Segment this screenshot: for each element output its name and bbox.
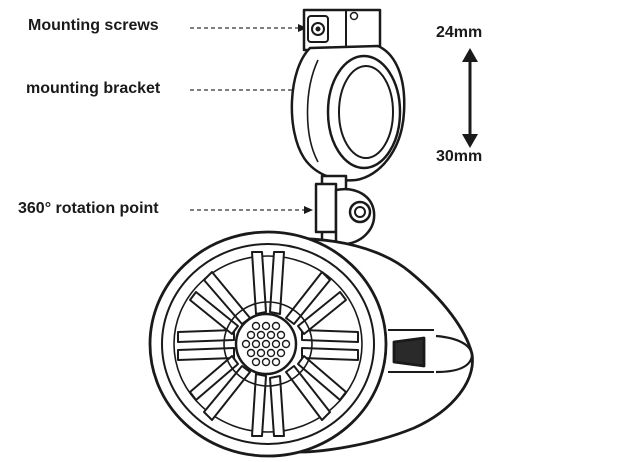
label-mounting-screws: Mounting screws	[28, 17, 159, 34]
speaker-grille	[177, 251, 359, 437]
tweeter-icon	[234, 312, 298, 376]
tweeter-holes	[241, 321, 291, 367]
leader-lines	[190, 27, 306, 211]
label-rotation-point: 360° rotation point	[18, 200, 159, 217]
mounting-screw-icon	[307, 11, 359, 43]
arrowhead-rotation	[304, 206, 313, 214]
rotation-bolt-icon	[348, 200, 372, 224]
label-mounting-bracket: mounting bracket	[26, 80, 161, 97]
dimension-arrow	[462, 48, 478, 148]
dimension-min-label: 24mm	[436, 24, 483, 41]
arrowhead-screws	[298, 24, 307, 32]
dimension-max-label: 30mm	[436, 148, 483, 165]
